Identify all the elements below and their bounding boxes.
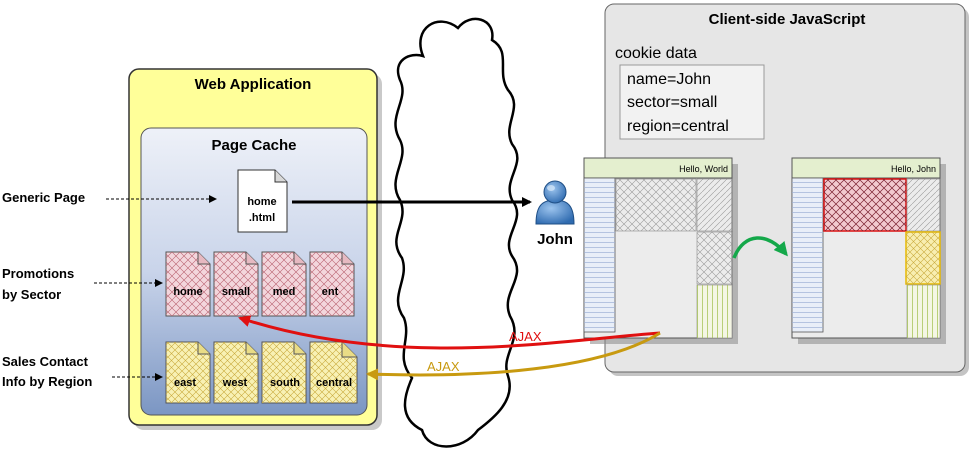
promo-label: ent bbox=[322, 286, 339, 298]
generic-page-document: home .html bbox=[237, 169, 288, 233]
generic-page-line2: .html bbox=[249, 212, 275, 224]
cookie-sector: sector=small bbox=[627, 94, 717, 111]
page-before-header: Hello, World bbox=[679, 164, 728, 174]
web-app-title: Web Application bbox=[195, 76, 312, 93]
sales-contact-docs: east west south central bbox=[165, 341, 358, 404]
cookie-region: region=central bbox=[627, 118, 729, 135]
label-sales-2: Info by Region bbox=[2, 374, 92, 389]
page-mockup-after: Hello, John bbox=[791, 157, 946, 344]
user-name: John bbox=[537, 231, 573, 248]
internet-cloud bbox=[394, 17, 519, 448]
cookie-data-title: cookie data bbox=[615, 45, 697, 62]
promotion-docs: home small med ent bbox=[165, 251, 355, 317]
promo-doc-ent: ent bbox=[309, 251, 355, 317]
ajax-request-promotions bbox=[238, 315, 661, 350]
promo-doc-home: home bbox=[165, 251, 211, 317]
promo-doc-small: small bbox=[213, 251, 259, 317]
left-labels: Generic Page Promotions by Sector Sales … bbox=[2, 190, 217, 389]
label-generic-page: Generic Page bbox=[2, 190, 85, 205]
sales-label: west bbox=[222, 377, 248, 389]
ajax-label-1: AJAX bbox=[509, 329, 542, 344]
page-after-header: Hello, John bbox=[891, 164, 936, 174]
promo-label: small bbox=[222, 286, 250, 298]
label-promotions-1: Promotions bbox=[2, 266, 74, 281]
page-cache-title: Page Cache bbox=[211, 137, 296, 154]
ajax-request-sales bbox=[366, 331, 661, 381]
cookie-name: name=John bbox=[627, 71, 711, 88]
sales-doc-central: central bbox=[309, 341, 358, 404]
generic-page-line1: home bbox=[247, 196, 276, 208]
transition-arrow bbox=[732, 236, 788, 259]
label-promotions-2: by Sector bbox=[2, 287, 61, 302]
client-side-panel: Client-side JavaScript cookie data name=… bbox=[583, 3, 969, 376]
promo-doc-med: med bbox=[261, 251, 307, 317]
page-mockup-before: Hello, World bbox=[583, 157, 738, 344]
sales-label: south bbox=[270, 377, 300, 389]
client-panel-title: Client-side JavaScript bbox=[709, 11, 866, 28]
user-icon bbox=[535, 180, 575, 225]
sales-doc-west: west bbox=[213, 341, 259, 404]
sales-label: east bbox=[174, 377, 196, 389]
cookie-box: name=John sector=small region=central bbox=[619, 64, 765, 140]
label-sales-1: Sales Contact bbox=[2, 354, 89, 369]
sales-doc-south: south bbox=[261, 341, 307, 404]
sales-label: central bbox=[316, 377, 352, 389]
promo-label: home bbox=[173, 286, 202, 298]
promo-label: med bbox=[273, 286, 296, 298]
ajax-label-2: AJAX bbox=[427, 359, 460, 374]
sales-doc-east: east bbox=[165, 341, 211, 404]
